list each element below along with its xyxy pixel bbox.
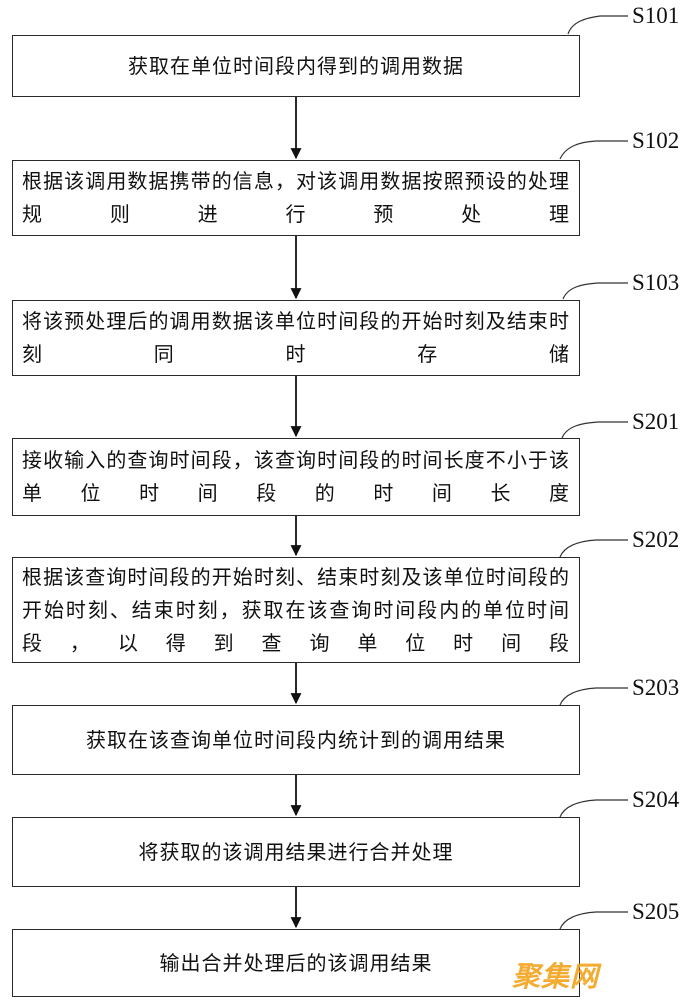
leader-s205 <box>559 911 628 930</box>
step-text-s202: 根据该查询时间段的开始时刻、结束时刻及该单位时间段的开始时刻、结束时刻，获取在该… <box>22 564 570 655</box>
step-label-s102: S102 <box>632 128 680 153</box>
step-box-s201: 接收输入的查询时间段，该查询时间段的时间长度不小于该单位时间段的时间长度 <box>12 438 580 516</box>
step-label-s202: S202 <box>632 527 680 552</box>
leader-s202 <box>559 539 628 558</box>
step-text-s203: 获取在该查询单位时间段内统计到的调用结果 <box>86 727 506 752</box>
step-label-s204: S204 <box>632 787 680 812</box>
watermark-logo: 聚集网 <box>512 960 600 993</box>
step-label-s205: S205 <box>632 899 680 924</box>
leader-s102 <box>559 140 628 160</box>
step-text-s204: 将获取的该调用结果进行合并处理 <box>138 839 454 864</box>
leader-s201 <box>561 421 628 439</box>
step-label-s201: S201 <box>632 409 680 434</box>
step-box-s204: 将获取的该调用结果进行合并处理 <box>12 817 580 887</box>
leader-s103 <box>562 282 628 300</box>
step-label-s203: S203 <box>632 675 680 700</box>
leader-s203 <box>559 687 628 706</box>
step-box-s205: 输出合并处理后的该调用结果 <box>12 929 580 997</box>
step-text-s101: 获取在单位时间段内得到的调用数据 <box>128 53 464 78</box>
step-box-s102: 根据该调用数据携带的信息，对该调用数据按照预设的处理规则进行预处理 <box>12 160 580 236</box>
step-box-s101: 获取在单位时间段内得到的调用数据 <box>12 35 580 97</box>
step-label-s103: S103 <box>632 270 680 295</box>
step-text-s102: 根据该调用数据携带的信息，对该调用数据按照预设的处理规则进行预处理 <box>22 169 570 226</box>
step-text-s205: 输出合并处理后的该调用结果 <box>159 950 433 975</box>
step-text-s201: 接收输入的查询时间段，该查询时间段的时间长度不小于该单位时间段的时间长度 <box>22 448 570 505</box>
step-box-s202: 根据该查询时间段的开始时刻、结束时刻及该单位时间段的开始时刻、结束时刻，获取在该… <box>12 557 580 663</box>
step-box-s203: 获取在该查询单位时间段内统计到的调用结果 <box>12 705 580 775</box>
leader-s101 <box>567 15 628 35</box>
leader-s204 <box>559 799 628 818</box>
step-box-s103: 将该预处理后的调用数据该单位时间段的开始时刻及结束时刻同时存储 <box>12 300 580 376</box>
step-text-s103: 将该预处理后的调用数据该单位时间段的开始时刻及结束时刻同时存储 <box>22 309 570 366</box>
step-label-s101: S101 <box>632 3 680 28</box>
